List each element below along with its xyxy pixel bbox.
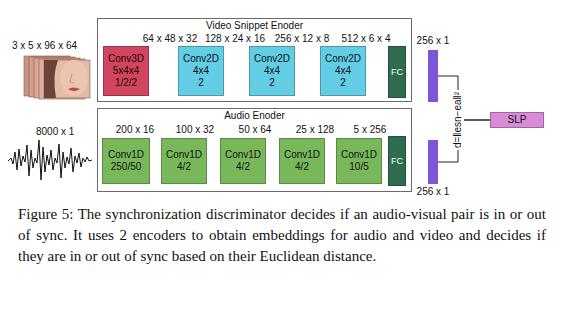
dimension-label: 200 x 16 [116, 124, 154, 136]
encoder-group: Video Snippet EnoderConv3D5x4x41/2/2Conv… [97, 18, 412, 102]
layer-text: 1/2/2 [115, 77, 137, 89]
group-title: Audio Enoder [98, 110, 411, 122]
layer-text: FC [391, 66, 403, 78]
connector-line [438, 76, 490, 120]
conv1d-layer: Conv1D4/2 [279, 138, 325, 184]
conv1d-layer: Conv1D250/50 [102, 138, 150, 184]
group-title: Video Snippet Enoder [98, 20, 411, 32]
layer-text: 4x4 [193, 65, 209, 77]
distance-label: d=‖esn−ea‖² [452, 90, 464, 150]
layer-text: FC [391, 155, 403, 167]
layer-text: 4/2 [236, 161, 250, 173]
slp-box: SLP [490, 112, 544, 128]
conv2d-layer: Conv2D4x42 [320, 46, 366, 96]
layer-text: Conv2D [254, 53, 290, 65]
conv2d-layer: Conv2D4x42 [178, 46, 224, 96]
layer-text: Conv3D [108, 53, 144, 65]
dimension-label: 100 x 32 [176, 124, 214, 136]
layer-text: 5x4x4 [113, 65, 140, 77]
connector-line [438, 120, 490, 162]
dimension-label: 256 x 1 [417, 186, 450, 198]
face-frames [24, 56, 90, 99]
layer-text: Conv1D [284, 149, 320, 161]
conv1d-layer: Conv1D4/2 [161, 138, 207, 184]
layer-text: 250/50 [111, 161, 142, 173]
dimension-label: 25 x 128 [296, 124, 334, 136]
encoder-group: Audio EnoderConv1D250/50Conv1D4/2Conv1D4… [97, 108, 412, 192]
layer-text: 2 [198, 77, 204, 89]
conv1d-layer: Conv1D4/2 [220, 138, 266, 184]
dimension-label: 128 x 24 x 16 [205, 33, 265, 45]
dimension-label: 5 x 256 [354, 124, 387, 136]
conv3d-layer: Conv3D5x4x41/2/2 [103, 46, 149, 96]
layer-text: 4/2 [177, 161, 191, 173]
layer-text: 4x4 [335, 65, 351, 77]
layer-text: 4/2 [295, 161, 309, 173]
layer-text: 2 [269, 77, 275, 89]
dimension-label: 8000 x 1 [36, 126, 74, 138]
layer-text: 2 [340, 77, 346, 89]
audio-waveform [8, 140, 92, 180]
dimension-label: 256 x 1 [417, 35, 450, 47]
dimension-label: 256 x 12 x 8 [275, 33, 329, 45]
embedding-bar: 256 x 1 [428, 140, 438, 184]
conv2d-layer: Conv2D4x42 [249, 46, 295, 96]
fc-layer: FC [388, 46, 406, 98]
layer-text: Conv2D [183, 53, 219, 65]
dimension-label: 50 x 64 [239, 124, 272, 136]
layer-text: 4x4 [264, 65, 280, 77]
layer-text: Conv1D [341, 149, 377, 161]
dimension-label: 3 x 5 x 96 x 64 [12, 40, 77, 52]
layer-text: Conv2D [325, 53, 361, 65]
fc-layer: FC [388, 136, 406, 186]
layer-text: Conv1D [108, 149, 144, 161]
figure-caption: Figure 5: The synchronization discrimina… [18, 204, 546, 267]
embedding-bar: 256 x 1 [428, 50, 438, 102]
dimension-label: 512 x 6 x 4 [342, 33, 391, 45]
layer-text: Conv1D [166, 149, 202, 161]
dimension-label: 64 x 48 x 32 [143, 33, 197, 45]
layer-text: Conv1D [225, 149, 261, 161]
layer-text: SLP [508, 114, 527, 126]
layer-text: 10/5 [349, 161, 368, 173]
conv1d-layer: Conv1D10/5 [336, 138, 382, 184]
